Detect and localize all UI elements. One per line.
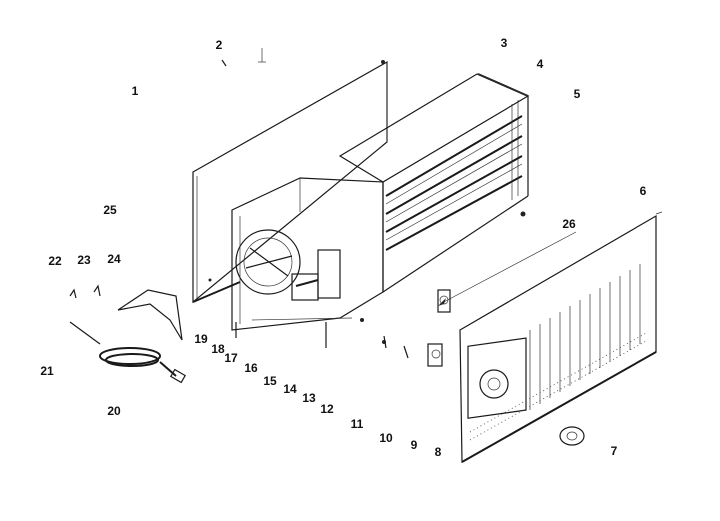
rear-panel <box>192 60 388 304</box>
small-fasteners <box>69 284 101 299</box>
callout-17: 17 <box>224 351 238 365</box>
callout-13: 13 <box>302 391 316 405</box>
callout-5: 5 <box>573 87 581 101</box>
callout-22: 22 <box>48 254 62 268</box>
part-26-leader <box>438 231 577 306</box>
callout-4: 4 <box>536 57 544 71</box>
callout-18: 18 <box>211 342 225 356</box>
power-cord <box>69 321 187 384</box>
callout-19: 19 <box>194 332 208 346</box>
callout-1: 1 <box>131 84 139 98</box>
control-switches <box>383 289 451 367</box>
callout-9: 9 <box>410 438 418 452</box>
callout-14: 14 <box>283 382 297 396</box>
leader-lines <box>477 73 663 215</box>
callout-11: 11 <box>350 417 364 431</box>
callout-15: 15 <box>263 374 277 388</box>
callout-25: 25 <box>103 203 117 217</box>
callout-8: 8 <box>434 445 442 459</box>
front-grille-panel <box>459 214 657 464</box>
callout-26: 26 <box>562 217 576 231</box>
fan-bracket-assembly <box>231 177 386 348</box>
callout-3: 3 <box>500 36 508 50</box>
callout-21: 21 <box>40 364 54 378</box>
callout-20: 20 <box>107 404 121 418</box>
callout-10: 10 <box>379 431 393 445</box>
callout-2: 2 <box>215 38 223 52</box>
callout-23: 23 <box>77 253 91 267</box>
callout-24: 24 <box>107 252 121 266</box>
knob <box>559 426 585 446</box>
callout-6: 6 <box>639 184 647 198</box>
callout-7: 7 <box>610 444 618 458</box>
callout-12: 12 <box>320 402 334 416</box>
foot-stand <box>117 289 183 341</box>
heating-element-housing <box>338 73 530 293</box>
screw-part <box>221 48 266 67</box>
callout-16: 16 <box>244 361 258 375</box>
